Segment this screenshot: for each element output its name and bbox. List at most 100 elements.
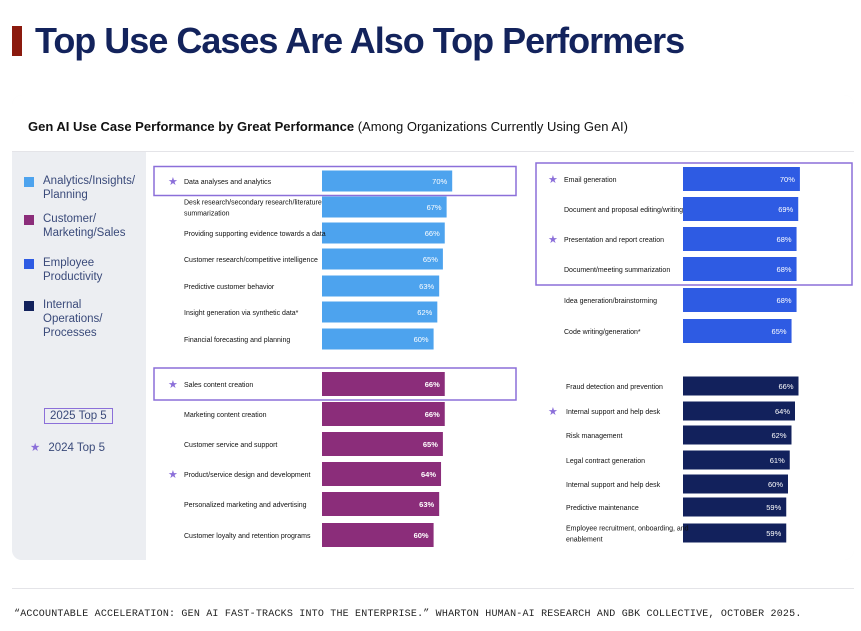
- bar: [683, 401, 795, 421]
- bar-value-label: 68%: [777, 235, 792, 244]
- star-icon: ★: [30, 442, 41, 454]
- bar-value-label: 69%: [778, 205, 793, 214]
- bar: [322, 170, 453, 192]
- category-label: Fraud detection and prevention: [566, 384, 663, 391]
- legend-2025-top5: 2025 Top 5: [44, 408, 113, 424]
- bar: [322, 402, 445, 426]
- category-label: Presentation and report creation: [564, 237, 664, 244]
- bar: [683, 376, 799, 396]
- legend-item-customer: Customer/ Marketing/Sales: [24, 212, 143, 240]
- bar: [322, 301, 438, 323]
- bar-value-label: 63%: [419, 500, 434, 509]
- bar-value-label: 62%: [417, 308, 432, 317]
- bar: [322, 275, 440, 297]
- bar: [683, 197, 799, 221]
- category-label: Code writing/generation*: [564, 329, 641, 336]
- bar: [322, 196, 447, 218]
- category-label: Personalized marketing and advertising: [184, 502, 307, 509]
- bar: [683, 425, 792, 445]
- legend-swatch: [24, 301, 34, 311]
- bar: [322, 248, 443, 270]
- bar-value-label: 60%: [768, 480, 783, 489]
- category-label: Data analyses and analytics: [184, 179, 272, 186]
- category-label: Insight generation via synthetic data*: [184, 310, 299, 317]
- bar-value-label: 63%: [419, 282, 434, 291]
- bar: [322, 372, 445, 396]
- chart-card: Gen AI Use Case Performance by Great Per…: [12, 95, 854, 560]
- star-icon: ★: [168, 468, 178, 481]
- bar-value-label: 68%: [777, 296, 792, 305]
- bar: [683, 288, 797, 312]
- bar-value-label: 60%: [414, 335, 429, 344]
- category-label: Marketing content creation: [184, 412, 267, 419]
- star-icon: ★: [548, 233, 558, 246]
- legend-2024-top5: ★ 2024 Top 5: [30, 440, 105, 454]
- bar: [322, 328, 434, 350]
- chart-title: Gen AI Use Case Performance by Great Per…: [28, 119, 628, 134]
- bar-value-label: 65%: [423, 440, 438, 449]
- legend-label: Employee Productivity: [43, 257, 103, 283]
- bar: [683, 497, 787, 517]
- bar-value-label: 64%: [421, 470, 436, 479]
- category-label: Document/meeting summarization: [564, 267, 670, 274]
- source-citation: “ACCOUNTABLE ACCELERATION: GEN AI FAST-T…: [14, 609, 802, 620]
- bar-value-label: 59%: [766, 503, 781, 512]
- category-label: Internal support and help desk: [566, 409, 661, 416]
- bar: [683, 474, 788, 494]
- page-title: Top Use Cases Are Also Top Performers: [35, 20, 685, 61]
- chart-title-rest: (Among Organizations Currently Using Gen…: [354, 119, 628, 134]
- bar: [683, 227, 797, 251]
- star-icon: ★: [168, 175, 178, 188]
- bar: [683, 167, 800, 191]
- legend-label: Analytics/Insights/ Planning: [43, 175, 136, 201]
- star-icon: ★: [168, 378, 178, 391]
- category-label: Sales content creation: [184, 382, 253, 389]
- legend-2024-label: 2024 Top 5: [48, 442, 106, 454]
- legend-item-employee: Employee Productivity: [24, 256, 143, 284]
- star-icon: ★: [548, 173, 558, 186]
- bar-value-label: 59%: [766, 529, 781, 538]
- bar-value-label: 66%: [425, 229, 440, 238]
- category-label: Email generation: [564, 177, 617, 184]
- category-label: Internal support and help desk: [566, 482, 661, 489]
- category-label: Desk research/secondary research/literat…: [184, 200, 322, 218]
- category-label: Idea generation/brainstorming: [564, 298, 657, 305]
- category-label: Legal contract generation: [566, 458, 645, 465]
- title-accent-bar: [12, 26, 22, 56]
- category-label: Providing supporting evidence towards a …: [184, 231, 326, 238]
- legend-item-analytics: Analytics/Insights/ Planning: [24, 174, 143, 202]
- bar-value-label: 70%: [780, 175, 795, 184]
- category-label: Product/service design and development: [184, 472, 311, 479]
- bar: [683, 523, 787, 543]
- bar-value-label: 62%: [771, 431, 786, 440]
- category-label: Customer loyalty and retention programs: [184, 533, 311, 540]
- bar-value-label: 68%: [777, 265, 792, 274]
- bar-value-label: 67%: [427, 203, 442, 212]
- chart-title-bold: Gen AI Use Case Performance by Great Per…: [28, 119, 355, 134]
- chart-header: Gen AI Use Case Performance by Great Per…: [12, 95, 854, 152]
- bar-value-label: 66%: [425, 380, 440, 389]
- legend-swatch: [24, 215, 34, 225]
- legend: Analytics/Insights/ Planning Customer/ M…: [12, 152, 146, 560]
- legend-label: Internal Operations/ Processes: [43, 299, 103, 339]
- bar-value-label: 65%: [423, 255, 438, 264]
- category-label: Risk management: [566, 433, 622, 440]
- bar-value-label: 64%: [775, 407, 790, 416]
- bar: [322, 492, 440, 516]
- category-label: Customer research/competitive intelligen…: [184, 257, 318, 264]
- bar-value-label: 70%: [432, 177, 447, 186]
- top5-highlight-box: [535, 162, 853, 286]
- category-label: Financial forecasting and planning: [184, 337, 290, 344]
- bar: [322, 523, 434, 547]
- legend-label: Customer/ Marketing/Sales: [43, 213, 126, 239]
- bar: [322, 462, 442, 486]
- bar-value-label: 66%: [425, 410, 440, 419]
- bar: [322, 222, 445, 244]
- bar-value-label: 61%: [770, 456, 785, 465]
- plot-area: 70% Data analyses and analytics ★ 67% Desk r…: [146, 152, 854, 560]
- category-label: Document and proposal editing/writing: [564, 207, 683, 214]
- bar: [683, 450, 790, 470]
- bar: [683, 257, 797, 281]
- bar: [322, 432, 443, 456]
